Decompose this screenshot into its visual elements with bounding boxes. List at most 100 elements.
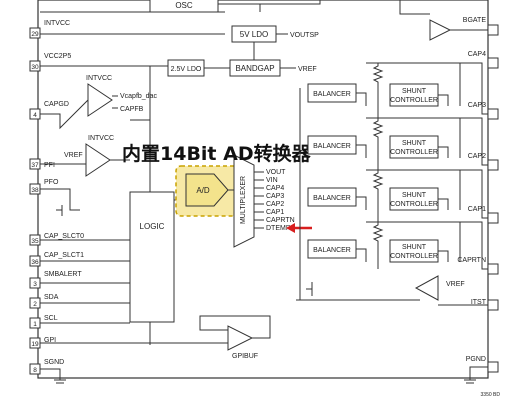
- shunt-label-1: SHUNT: [402, 88, 427, 95]
- svg-text:38: 38: [31, 187, 39, 194]
- mux-input-cap3: CAP3: [266, 193, 284, 200]
- svg-text:CAPGD: CAPGD: [44, 101, 69, 108]
- svg-text:PFO: PFO: [44, 179, 59, 186]
- svg-text:PFI: PFI: [44, 162, 55, 169]
- adc-block: [185, 173, 229, 207]
- logic-block: [129, 191, 175, 323]
- svg-text:SHUNT: SHUNT: [402, 192, 427, 199]
- svg-text:2: 2: [33, 301, 37, 308]
- svg-text:BALANCER: BALANCER: [313, 247, 351, 254]
- balancer-row-4: BALANCER SHUNT CONTROLLER: [307, 62, 488, 115]
- right-pin-cap4: CAP4: [468, 51, 499, 69]
- svg-text:CONTROLLER: CONTROLLER: [390, 201, 438, 208]
- svg-text:4: 4: [33, 112, 37, 119]
- ldo-2v5-label: 2.5V LDO: [171, 66, 202, 73]
- svg-text:8: 8: [33, 367, 37, 374]
- adc-label: A/D: [196, 186, 210, 195]
- svg-text:30: 30: [31, 64, 39, 71]
- svg-text:1: 1: [33, 321, 37, 328]
- left-pin-29: 29 INTVCC: [29, 20, 70, 39]
- multiplexer-label: MULTIPLEXER: [240, 176, 247, 224]
- gpibuf-label: GPIBUF: [232, 353, 258, 360]
- svg-text:CAP3: CAP3: [468, 102, 486, 109]
- multiplexer-block: [233, 154, 255, 248]
- svg-text:ITST: ITST: [471, 299, 487, 306]
- balancer-row-2: BALANCER SHUNT CONTROLLER: [307, 169, 488, 219]
- svg-text:BALANCER: BALANCER: [313, 195, 351, 202]
- svg-text:INTVCC: INTVCC: [88, 135, 114, 142]
- bgate-driver: [429, 19, 452, 41]
- balancer-row-1: BALANCER SHUNT CONTROLLER: [307, 221, 488, 270]
- svg-text:CAP_SLCT0: CAP_SLCT0: [44, 233, 84, 240]
- mux-input-caprtn: CAPRTN: [266, 217, 295, 224]
- svg-text:SDA: SDA: [44, 294, 59, 301]
- svg-text:SHUNT: SHUNT: [402, 140, 427, 147]
- vref-top-label: VREF: [298, 66, 317, 73]
- svg-text:INTVCC: INTVCC: [86, 75, 112, 82]
- mux-input-cap1: CAP1: [266, 209, 284, 216]
- svg-text:CAP2: CAP2: [468, 153, 486, 160]
- right-pin-cap1: CAP1: [468, 206, 499, 224]
- left-pin-8: 8 SGND: [29, 359, 64, 375]
- svg-text:VREF: VREF: [446, 281, 465, 288]
- svg-text:Vcapfb_dac: Vcapfb_dac: [120, 93, 157, 100]
- svg-text:SHUNT: SHUNT: [402, 244, 427, 251]
- figure-code: 3350 BD: [481, 392, 501, 398]
- svg-text:GPI: GPI: [44, 337, 56, 344]
- svg-text:35: 35: [31, 238, 39, 245]
- itst-amp: [414, 275, 439, 301]
- svg-text:29: 29: [31, 31, 39, 38]
- mux-input-vout: VOUT: [266, 169, 286, 176]
- mux-input-vin: VIN: [266, 177, 278, 184]
- left-pin-30: 30 VCC2P5: [29, 53, 71, 72]
- svg-text:SGND: SGND: [44, 359, 64, 366]
- ldo-5v-label: 5V LDO: [240, 30, 268, 39]
- svg-text:37: 37: [31, 162, 39, 169]
- svg-text:SCL: SCL: [44, 315, 58, 322]
- capgd-amp: [87, 83, 113, 117]
- voutsp-label: VOUTSP: [290, 32, 319, 39]
- svg-text:CAP_SLCT1: CAP_SLCT1: [44, 252, 84, 259]
- balancer-label: BALANCER: [313, 91, 351, 98]
- right-pin-cap2: CAP2: [468, 153, 499, 171]
- svg-text:BALANCER: BALANCER: [313, 143, 351, 150]
- svg-text:PGND: PGND: [466, 356, 486, 363]
- svg-text:CONTROLLER: CONTROLLER: [390, 253, 438, 260]
- right-pin-pgnd: PGND: [466, 356, 499, 373]
- left-pin-38: 38 PFO: [29, 179, 59, 195]
- logic-label: LOGIC: [140, 222, 165, 231]
- left-pin-1: 1 SCL: [29, 315, 58, 329]
- mux-input-cap2: CAP2: [266, 201, 284, 208]
- osc-label: OSC: [175, 1, 193, 10]
- svg-text:CONTROLLER: CONTROLLER: [390, 149, 438, 156]
- svg-text:3: 3: [33, 281, 37, 288]
- svg-text:CAP4: CAP4: [468, 51, 486, 58]
- left-pin-35: 35 CAP_SLCT0: [29, 233, 84, 246]
- right-pin-cap3: CAP3: [468, 102, 499, 120]
- svg-text:VREF: VREF: [64, 152, 83, 159]
- left-pin-2: 2 SDA: [29, 294, 59, 309]
- svg-text:CAPFB: CAPFB: [120, 106, 144, 113]
- balancer-row-3: BALANCER SHUNT CONTROLLER: [307, 117, 488, 166]
- mux-input-dtemp: DTEMP: [266, 225, 291, 232]
- mux-inputs: VOUT VIN CAP4 CAP3 CAP2 CAP1 CAPRTN DTEM…: [254, 169, 295, 232]
- bandgap-label: BANDGAP: [235, 64, 274, 73]
- svg-text:SMBALERT: SMBALERT: [44, 271, 82, 278]
- shunt-label-2: CONTROLLER: [390, 97, 438, 104]
- svg-text:19: 19: [31, 341, 39, 348]
- right-pin-caprtn: CAPRTN: [457, 257, 499, 275]
- svg-text:CAPRTN: CAPRTN: [457, 257, 486, 264]
- svg-text:INTVCC: INTVCC: [44, 20, 70, 27]
- gpibuf-amp: [227, 325, 254, 351]
- mux-input-cap4: CAP4: [266, 185, 284, 192]
- resistor-chain: [372, 63, 384, 269]
- dtemp-arrow-icon: [286, 223, 312, 233]
- adc-callout: 内置14Bit AD转换器: [122, 142, 312, 165]
- svg-text:BGATE: BGATE: [463, 17, 487, 24]
- pfi-comparator: [85, 143, 111, 177]
- right-pin-bgate: BGATE: [463, 17, 499, 36]
- left-pin-4: 4 CAPGD: [29, 101, 69, 120]
- svg-text:36: 36: [31, 259, 39, 266]
- svg-text:VCC2P5: VCC2P5: [44, 53, 71, 60]
